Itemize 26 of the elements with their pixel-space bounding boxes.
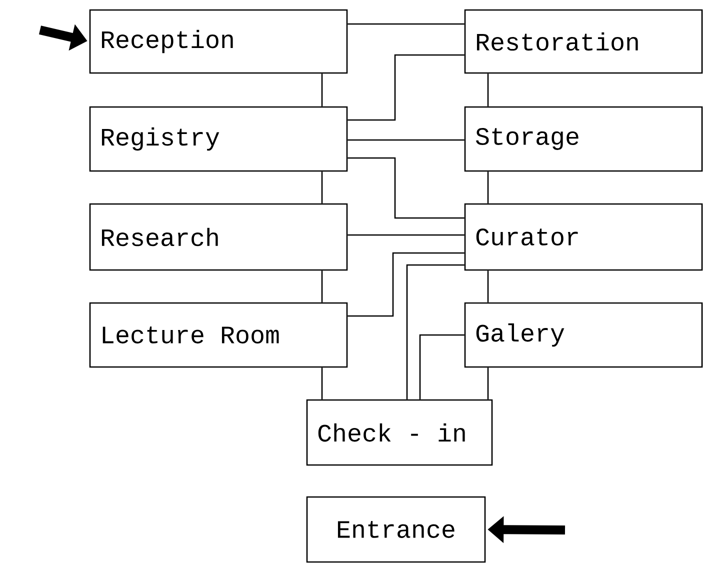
room-box: Reception bbox=[89, 9, 348, 74]
connector-line bbox=[348, 157, 464, 219]
connector-line bbox=[487, 270, 489, 302]
room-box: Curator bbox=[464, 203, 703, 271]
connector-line bbox=[487, 172, 489, 204]
connector-line bbox=[348, 139, 464, 141]
connector-line bbox=[406, 264, 464, 400]
room-box: Storage bbox=[464, 106, 703, 172]
connector-line bbox=[321, 74, 323, 106]
connector-line bbox=[419, 334, 464, 400]
connector-line bbox=[348, 234, 464, 236]
room-box: Research bbox=[89, 203, 348, 271]
room-box: Lecture Room bbox=[89, 302, 348, 368]
connector-line bbox=[348, 54, 464, 121]
room-box: Registry bbox=[89, 106, 348, 172]
connector-line bbox=[321, 368, 323, 400]
connector-line bbox=[321, 270, 323, 302]
room-box: Entrance bbox=[306, 496, 486, 563]
connector-line bbox=[487, 74, 489, 106]
room-box: Check - in bbox=[306, 399, 493, 466]
room-box: Restoration bbox=[464, 9, 703, 74]
connector-line bbox=[321, 172, 323, 204]
connector-line bbox=[487, 368, 489, 400]
room-box: Galery bbox=[464, 302, 703, 368]
connector-line bbox=[348, 23, 464, 25]
connector-line bbox=[348, 252, 464, 317]
